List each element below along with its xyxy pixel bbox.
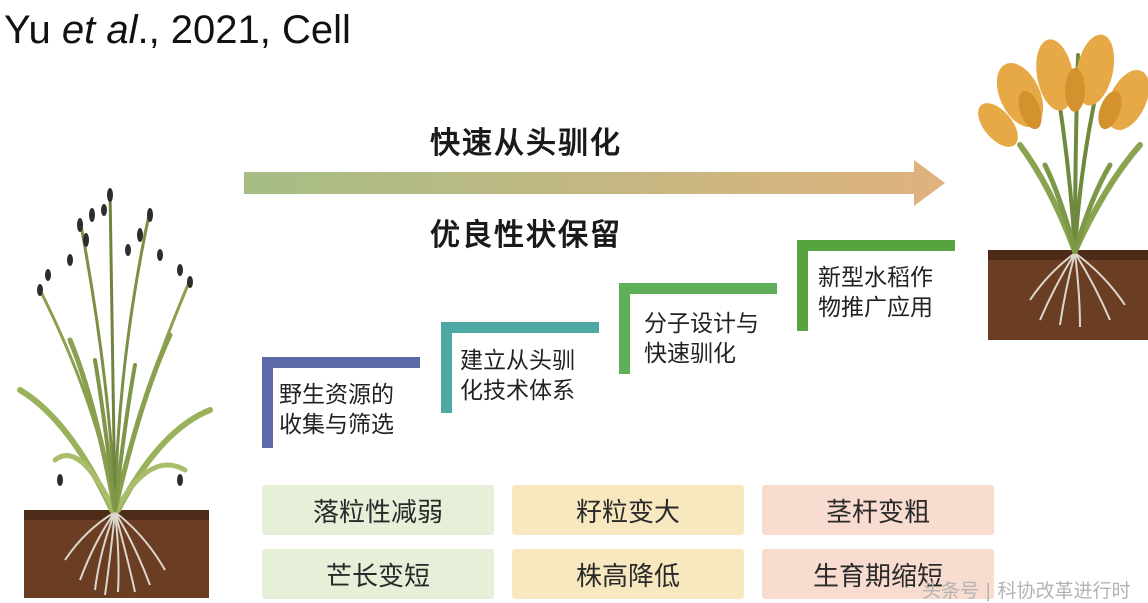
step-4-label: 新型水稻作 物推广应用 [818,265,933,321]
arrow-bottom-label: 优良性状保留 [430,218,622,253]
trait-box: 籽粒变大 [512,485,744,535]
watermark-text: 头条号 | 科协改革进行时 [922,580,1131,602]
wild-rice-plant-illustration [17,188,213,598]
trait-box: 株高降低 [512,549,744,599]
step-3-label: 分子设计与 快速驯化 [644,311,759,367]
citation: Yu et al., 2021, Cell [4,8,351,52]
step-2-label: 建立从头驯 化技术体系 [460,348,575,404]
trait-box: 落粒性减弱 [262,485,494,535]
arrow-top-label: 快速从头驯化 [430,126,622,161]
domesticated-rice-plant-illustration [978,34,1148,340]
trait-box: 茎杆变粗 [762,485,994,535]
trait-box: 生育期缩短 [762,549,994,599]
step-1-bracket [262,357,420,448]
step-3-bracket [619,283,777,374]
step-2-bracket [441,322,599,413]
trait-box: 芒长变短 [262,549,494,599]
step-4-bracket [797,240,955,331]
step-1-label: 野生资源的 收集与筛选 [279,382,394,438]
domestication-arrow [244,160,945,206]
